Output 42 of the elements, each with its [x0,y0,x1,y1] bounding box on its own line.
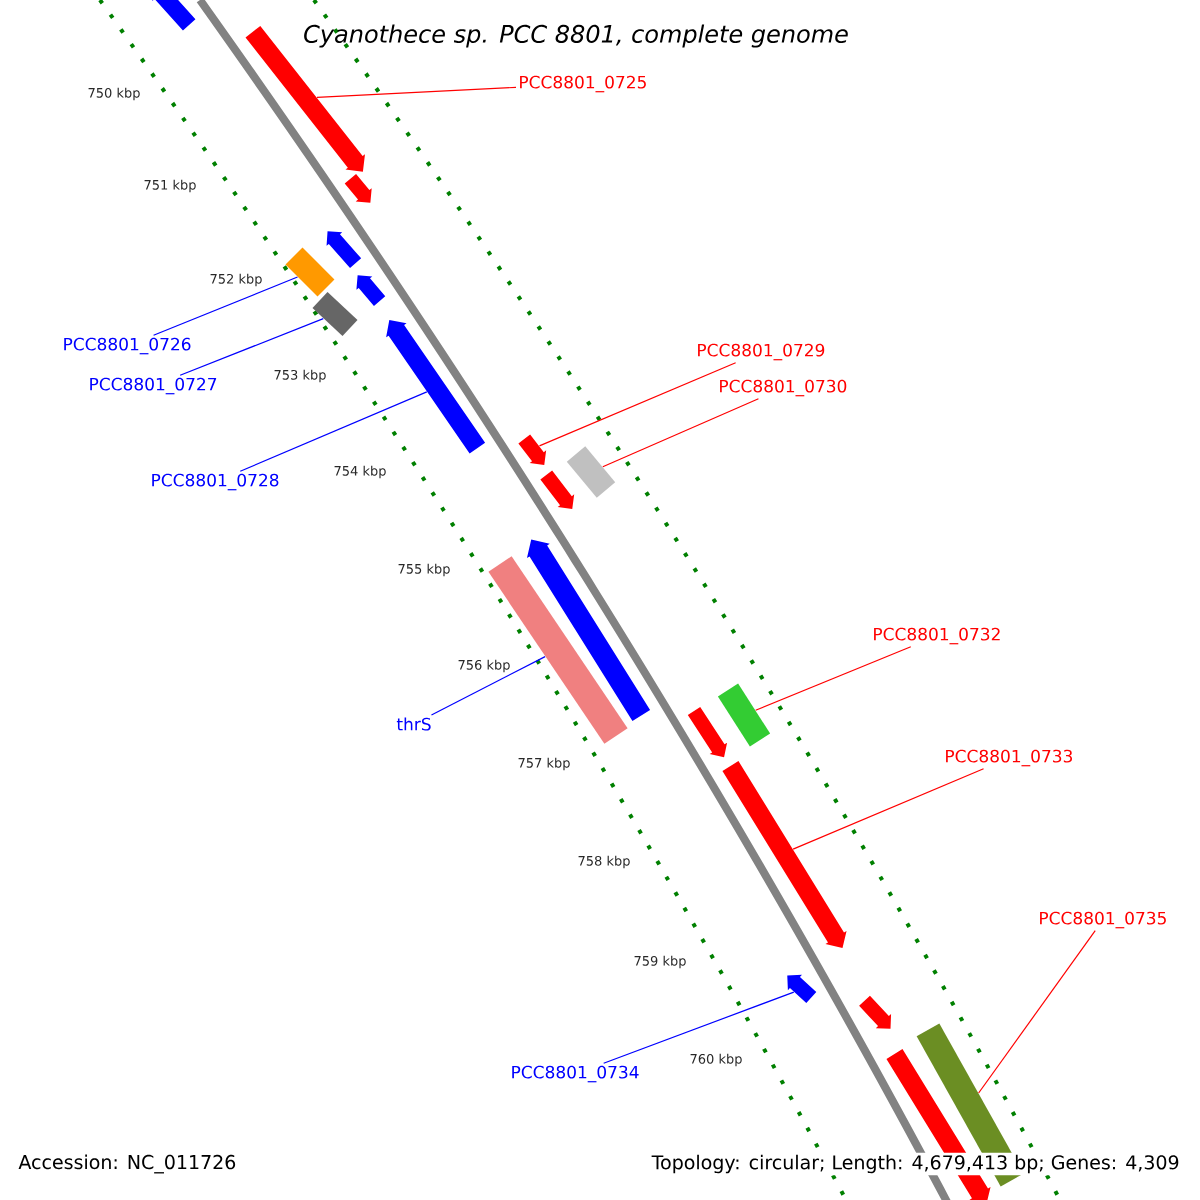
gene-feature [859,995,892,1029]
gene-box [312,291,358,336]
gene-feature [526,539,651,722]
gene-label: PCC8801_0733 [946,749,1072,767]
leader-line [755,646,912,711]
gene-feature [687,707,728,758]
gene-box [566,446,616,498]
gene-label: PCC8801_0732 [874,627,1000,645]
gene-box [488,556,628,744]
leader-line [603,991,795,1064]
title: Cyanothece sp. PCC 8801, complete genome [304,24,848,48]
gene-feature [386,320,486,454]
leader-line [179,318,324,376]
leader-line [792,768,985,850]
gene-label: PCC8801_0728 [152,473,279,491]
leader-line [152,276,299,336]
gene-feature [518,434,547,465]
gene-label: PCC8801_0729 [698,343,825,361]
genome-info-text: Topology: circular; Length: 4,679,413 bp; Genes: 4,309 [649,1152,1182,1176]
gene-feature [326,231,362,269]
gene-label: PCC8801_0725 [520,75,646,93]
gene-feature [152,0,196,31]
gene-label: PCC8801_0734 [512,1065,639,1083]
gene-feature [344,174,372,203]
leader-line [602,398,760,468]
gene-feature [540,470,575,509]
gene-box [717,683,771,747]
gene-label: PCC8801_0735 [1040,911,1166,929]
leader-line [239,391,428,472]
leader-line [430,656,546,716]
leader-line [538,362,737,447]
gene-label: PCC8801_0727 [90,377,217,395]
gene-feature [722,761,847,949]
gene-box [285,247,335,297]
leader-line [978,930,1096,1094]
gene-label: PCC8801_0726 [64,337,191,355]
gene-label: thrS [396,717,431,731]
gene-feature [787,974,817,1003]
accession-text: Accession: NC_011726 [18,1154,236,1174]
gene-feature [356,275,386,306]
leader-line [316,86,517,98]
gene-label: PCC8801_0730 [720,379,847,397]
